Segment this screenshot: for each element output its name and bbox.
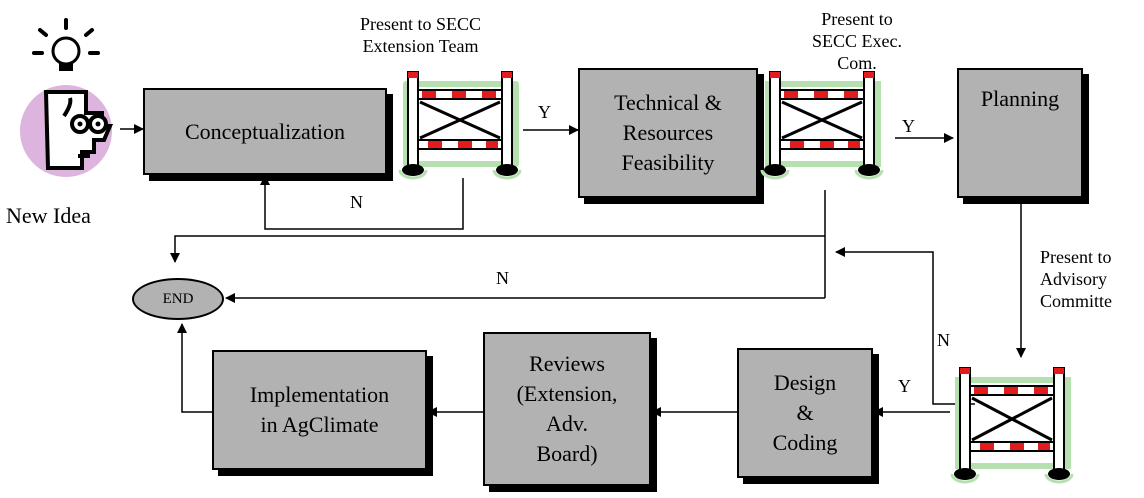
gate1-no-label: N [350, 192, 363, 212]
gate2-yes-label: Y [902, 116, 915, 136]
gate-advisory-committee-icon [950, 358, 1078, 493]
gate3-label: Present to Advisory Committe [1040, 246, 1112, 312]
reviews-box: Reviews (Extension, Adv. Board) [483, 332, 651, 486]
design-coding-box: Design & Coding [737, 348, 873, 478]
gate3-label-line3: Committe [1040, 291, 1112, 311]
arrow-gate3-no [835, 247, 975, 405]
gate1-label-line1: Present to SECC [360, 14, 482, 34]
gate-extension-team-icon [398, 62, 526, 187]
technical-label-line1: Technical & [614, 90, 722, 115]
gate3-yes-label: Y [898, 376, 911, 396]
gate3-label-line1: Present to [1040, 247, 1112, 267]
gate1-yes-label: Y [538, 102, 551, 122]
gate3-no-label: N [937, 330, 950, 350]
design-label-line3: Coding [772, 430, 838, 455]
gate2-label-line2: SECC Exec. [812, 31, 902, 51]
gate1-label: Present to SECC Extension Team [360, 13, 481, 57]
reviews-label-line1: Reviews [529, 351, 605, 376]
gate2-no-label: N [496, 268, 509, 288]
design-label-line2: & [796, 400, 814, 425]
end-label: END [162, 290, 194, 307]
reviews-label-line4: Board) [536, 441, 598, 466]
arrow-gate1-no-to-concept [260, 175, 464, 230]
technical-label-line3: Feasibility [621, 150, 715, 175]
gate3-label-line2: Advisory [1040, 269, 1107, 289]
implementation-box: Implementation in AgClimate [212, 350, 427, 470]
technical-feasibility-box: Technical & Resources Feasibility [578, 68, 758, 198]
gate-exec-com-icon [760, 62, 888, 187]
implementation-label-line2: in AgClimate [260, 412, 379, 437]
gate2-label-line3: Com. [837, 53, 877, 73]
design-label-line1: Design [773, 370, 837, 395]
end-terminal: END [132, 278, 224, 320]
gate1-label-line2: Extension Team [362, 36, 479, 56]
arrow-to-end-upper [170, 235, 825, 263]
conceptualization-label: Conceptualization [184, 118, 346, 144]
implementation-label-line1: Implementation [249, 382, 390, 407]
technical-label-line2: Resources [622, 120, 714, 145]
gate2-label: Present to SECC Exec. Com. [792, 8, 922, 74]
planning-box: Planning [957, 68, 1083, 198]
conceptualization-box: Conceptualization [143, 88, 387, 175]
new-idea-icon [18, 18, 118, 195]
reviews-label-line2: (Extension, [516, 381, 618, 406]
arrow-impl-to-end [177, 323, 212, 413]
planning-label: Planning [980, 86, 1060, 111]
reviews-label-line3: Adv. [546, 411, 588, 436]
gate2-label-line1: Present to [821, 9, 893, 29]
new-idea-label: New Idea [6, 203, 91, 228]
